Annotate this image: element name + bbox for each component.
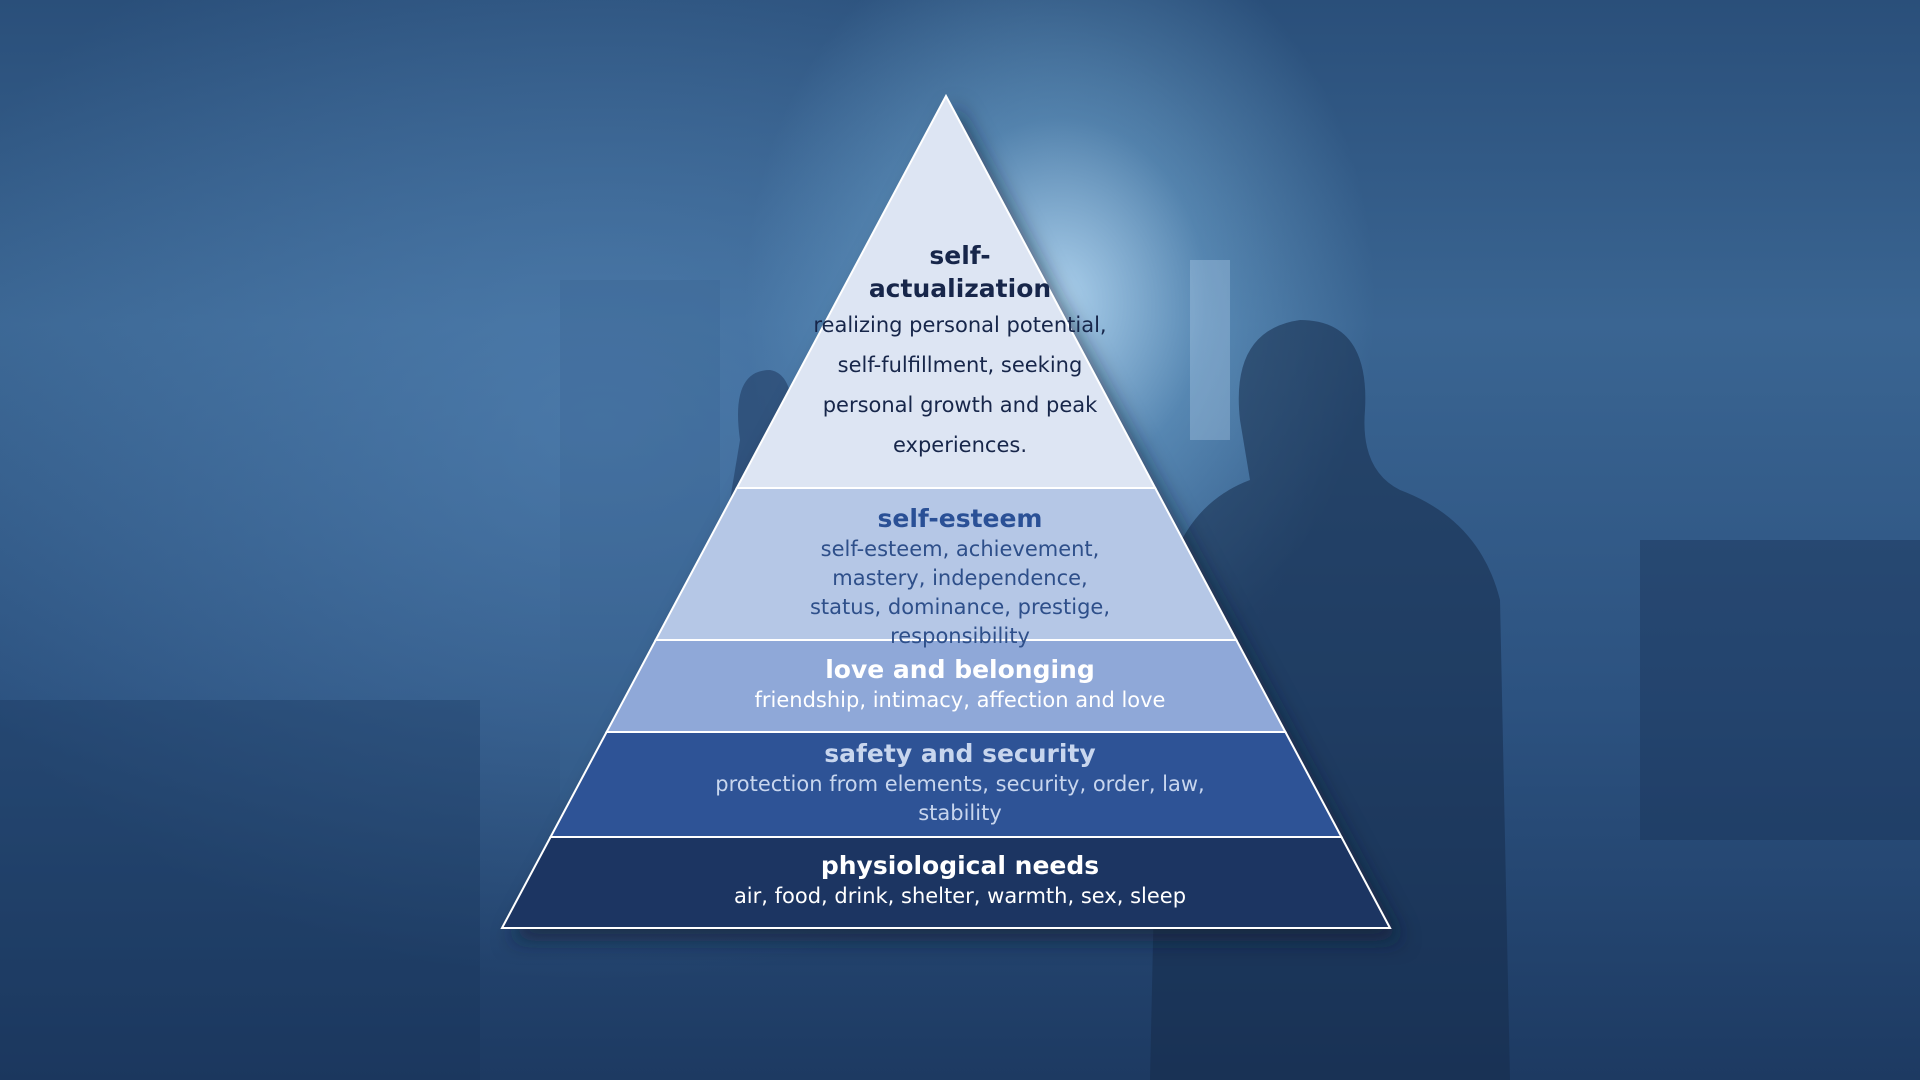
tier-description: protection from elements, security, orde… xyxy=(715,772,1205,825)
tier-description: air, food, drink, shelter, warmth, sex, … xyxy=(733,884,1187,908)
pyramid-tiers xyxy=(500,93,1392,929)
tier-title: safety and security xyxy=(824,739,1096,768)
tier-title: love and belonging xyxy=(825,655,1095,684)
background-silhouettes xyxy=(0,260,1920,1080)
tier-title: physiological needs xyxy=(820,851,1100,880)
tier-description: friendship, intimacy, affection and love xyxy=(754,688,1166,712)
tier-description: realizing personal potential, self-fulfi… xyxy=(813,313,1107,457)
tier-description: self-esteem, achievement, mastery, indep… xyxy=(809,537,1110,648)
pyramid-tier-4 xyxy=(500,836,1392,929)
tier-safety-security: safety and security protection from elem… xyxy=(660,737,1260,828)
tier-self-actualization: self- actualization realizing personal p… xyxy=(790,239,1130,465)
tier-physiological: physiological needs air, food, drink, sh… xyxy=(660,849,1260,911)
tier-title: self- actualization xyxy=(868,241,1052,303)
tier-title: self-esteem xyxy=(877,504,1043,533)
tier-love-belonging: love and belonging friendship, intimacy,… xyxy=(660,653,1260,715)
tier-self-esteem: self-esteem self-esteem, achievement, ma… xyxy=(660,502,1260,651)
